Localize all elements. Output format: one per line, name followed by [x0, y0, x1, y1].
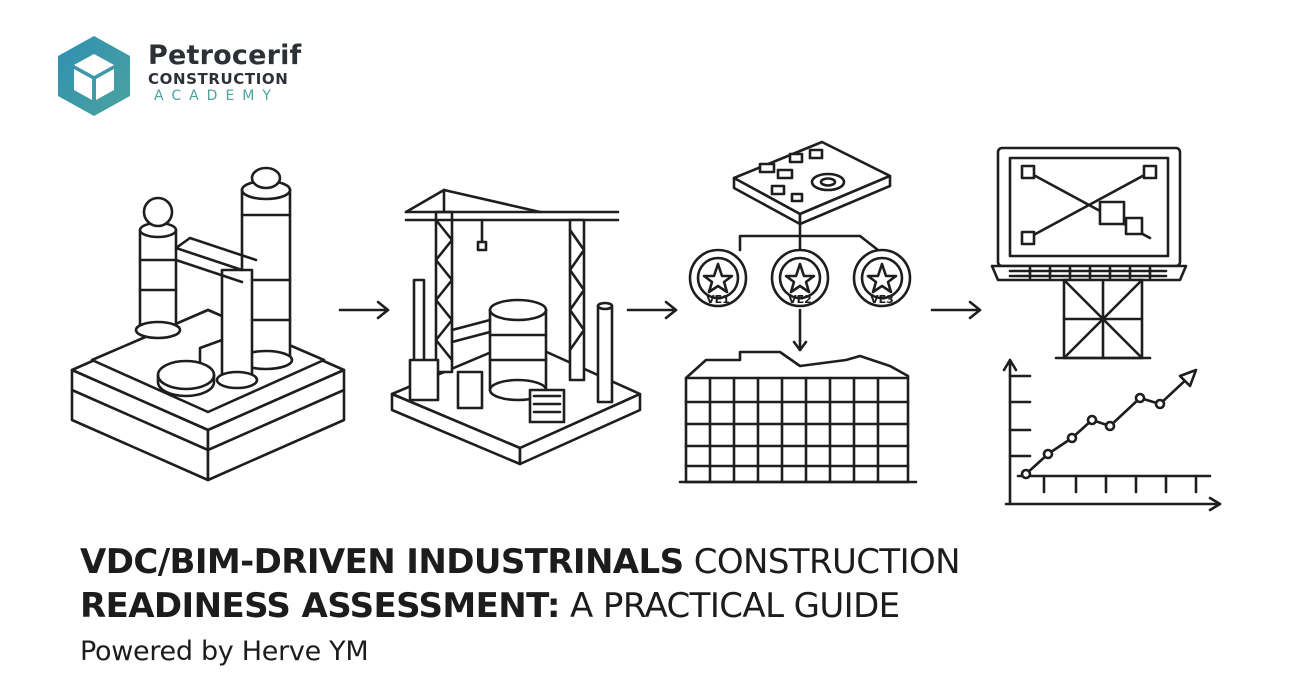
arrow-right-icon [930, 300, 982, 320]
building-icon [678, 350, 918, 484]
arrow-right-icon [626, 300, 678, 320]
logo-name: Petrocerif [148, 40, 302, 71]
title-line-2: READINESS ASSESSMENT: A PRACTICAL GUIDE [80, 584, 960, 628]
coin-icon [770, 248, 830, 308]
author-credit: Powered by Herve YM [80, 636, 369, 667]
coin-icon [852, 248, 912, 308]
cube-logo-icon [58, 36, 130, 116]
laptop-progress-chart-icon [990, 146, 1222, 512]
arrow-right-icon [338, 300, 390, 320]
coin-label: VE3 [870, 293, 894, 306]
title-line-1-regular: CONSTRUCTION [683, 542, 961, 582]
title-line-2-regular: A PRACTICAL GUIDE [559, 586, 900, 626]
coin-label: VE2 [788, 293, 812, 306]
brand-logo: Petrocerif CONSTRUCTION ACADEMY [56, 34, 326, 118]
title-line-2-bold: READINESS ASSESSMENT: [80, 586, 560, 626]
title-line-1-bold: VDC/BIM-DRIVEN INDUSTRINALS [80, 542, 684, 582]
title-line-1: VDC/BIM-DRIVEN INDUSTRINALS CONSTRUCTION [80, 540, 961, 584]
coin-icon [688, 248, 748, 308]
logo-subtitle: CONSTRUCTION [148, 70, 289, 88]
coin-label: VE1 [706, 293, 730, 306]
industrial-plant-icon [70, 166, 346, 482]
construction-site-crane-icon [390, 188, 642, 466]
guide-title: VDC/BIM-DRIVEN INDUSTRINALS CONSTRUCTION… [80, 540, 961, 628]
logo-tagline: ACADEMY [154, 88, 279, 104]
process-illustration: VE1 VE2 VE3 [0, 120, 1292, 520]
bim-model-network-icon: VE1 VE2 VE3 [678, 140, 918, 484]
